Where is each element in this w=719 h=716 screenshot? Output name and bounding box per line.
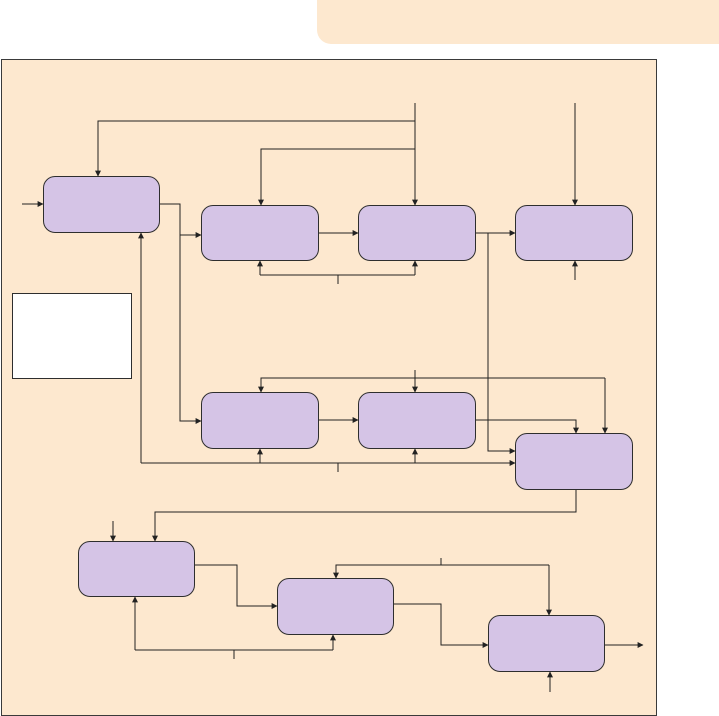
header-tab [317,0,719,44]
legend-box [12,293,132,379]
node-input [43,176,160,233]
edge-node1-node2 [160,203,202,238]
edge-node3-node7 [487,233,516,454]
edge-node8-node9 [195,564,278,609]
edge-top-branch-node2 [258,148,415,206]
edge-low-control [333,564,549,579]
edge-top-branch-node1 [95,120,415,177]
edge-mid-branch-left [258,377,605,393]
node-8 [78,541,195,597]
edge-node1-node5 [179,235,202,424]
edge-node6-node7 [476,419,579,434]
edge-node9-output [394,603,489,648]
edge-node7-node8 [152,490,577,542]
node-2 [201,205,319,261]
